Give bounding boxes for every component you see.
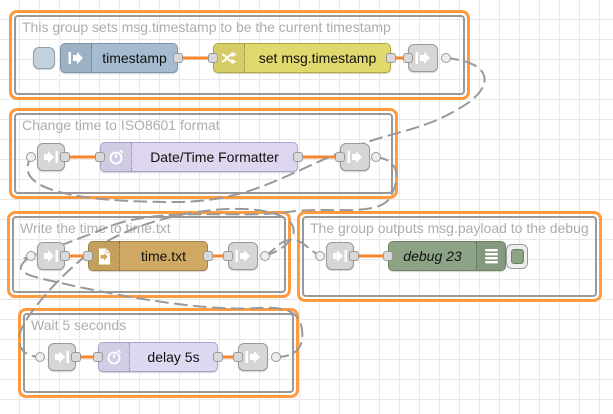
group-set-timestamp-border (14, 15, 465, 95)
inject-node[interactable]: timestamp (60, 43, 178, 73)
group-write-file-border (12, 216, 286, 293)
port-change-in[interactable] (208, 53, 218, 63)
port-linkout2-in[interactable] (335, 152, 345, 162)
node-label: timestamp (102, 50, 167, 66)
port-file-in[interactable] (83, 251, 93, 261)
group-set-timestamp[interactable]: This group sets msg.timestamp to be the … (9, 10, 470, 100)
port-linkin5-out[interactable] (71, 352, 81, 362)
group-debug-output-border (302, 216, 597, 297)
port-linkin2-out[interactable] (60, 152, 70, 162)
port-delay-in[interactable] (93, 352, 103, 362)
link-in-icon (44, 250, 58, 262)
link-in-icon (333, 250, 347, 262)
timer-icon (99, 343, 130, 371)
linkport-linkin2[interactable] (26, 152, 36, 162)
port-formatter-in[interactable] (95, 152, 105, 162)
group-iso8601[interactable]: Change time to ISO8601 format (9, 108, 398, 199)
change-node[interactable]: set msg.timestamp (213, 43, 391, 73)
debug-node[interactable]: debug 23 (388, 241, 506, 271)
node-label: time.txt (140, 248, 187, 264)
node-label: Date/Time Formatter (150, 149, 279, 165)
link-wire-g3-to-g4[interactable] (264, 238, 321, 257)
group-debug-output[interactable]: The group outputs msg.payload to the deb… (297, 211, 602, 302)
node-label: set msg.timestamp (258, 50, 377, 66)
group-write-file[interactable]: Write the time to time.txt (7, 211, 291, 298)
file-node[interactable]: time.txt (88, 241, 208, 271)
link-in-icon (44, 151, 58, 163)
linkport-linkout2[interactable] (371, 152, 381, 162)
group-label: Change time to ISO8601 format (22, 117, 220, 133)
node-label: debug 23 (403, 248, 462, 264)
group-label: Write the time to time.txt (20, 220, 171, 236)
port-linkout1-in[interactable] (403, 53, 413, 63)
link-wire-g5-to-g3[interactable] (19, 255, 304, 358)
port-debug-in[interactable] (383, 251, 393, 261)
debug-toggle-button[interactable] (506, 244, 528, 269)
link-out-node-5[interactable] (238, 343, 268, 371)
file-out-icon (89, 242, 120, 270)
port-inject-out[interactable] (173, 53, 183, 63)
link-out-icon (415, 52, 430, 64)
linkport-linkin5[interactable] (35, 352, 45, 362)
port-delay-out[interactable] (213, 352, 223, 362)
linkport-linkin4[interactable] (315, 251, 325, 261)
inject-icon (61, 44, 92, 72)
linkport-linkout5[interactable] (271, 352, 281, 362)
debug-console-icon (476, 242, 505, 270)
group-wait-5s-border (23, 313, 294, 393)
port-formatter-out[interactable] (293, 152, 303, 162)
inject-trigger-button[interactable] (33, 47, 55, 69)
datetime-formatter-node[interactable]: Date/Time Formatter (100, 142, 298, 172)
linkport-linkout1[interactable] (441, 53, 451, 63)
link-out-icon (235, 250, 250, 262)
group-label: The group outputs msg.payload to the deb… (310, 220, 589, 236)
link-out-icon (347, 151, 362, 163)
group-iso8601-border (14, 113, 393, 194)
link-out-icon (245, 351, 260, 363)
clock-icon (101, 143, 132, 171)
port-linkin4-out[interactable] (349, 251, 359, 261)
port-change-out[interactable] (386, 53, 396, 63)
port-linkout3-in[interactable] (223, 251, 233, 261)
link-wire-g1-to-g2[interactable] (26, 57, 486, 204)
linkport-linkout3[interactable] (260, 251, 270, 261)
debug-toggle-state (510, 249, 524, 264)
link-in-icon (55, 351, 69, 363)
shuffle-icon (214, 44, 245, 72)
port-linkin3-out[interactable] (60, 251, 70, 261)
port-file-out[interactable] (203, 251, 213, 261)
link-out-node-2[interactable] (340, 143, 370, 171)
group-wait-5s[interactable]: Wait 5 seconds (18, 308, 299, 398)
link-wire-g3-to-g5[interactable] (18, 207, 295, 358)
linkport-linkin3[interactable] (26, 251, 36, 261)
group-label: Wait 5 seconds (31, 317, 127, 333)
port-linkout5-in[interactable] (233, 352, 243, 362)
node-label: delay 5s (147, 349, 200, 365)
group-label: This group sets msg.timestamp to be the … (22, 19, 391, 35)
delay-node[interactable]: delay 5s (98, 342, 218, 372)
